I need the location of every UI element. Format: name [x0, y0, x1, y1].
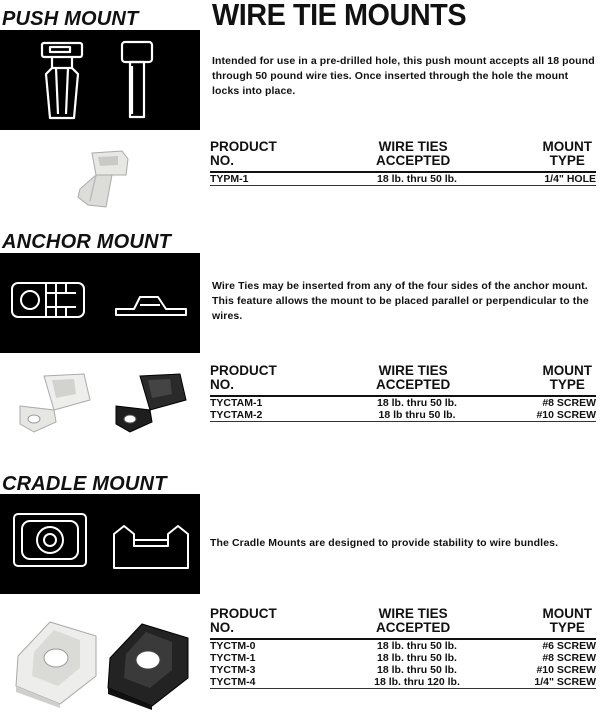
anchor-mount-photo-black — [110, 370, 190, 434]
push-mount-photo — [66, 145, 136, 211]
table-end-rule — [210, 421, 596, 422]
table-rule — [210, 171, 596, 173]
push-mount-diagram — [0, 30, 200, 130]
table-end-rule — [210, 185, 596, 186]
table-end-rule — [210, 688, 596, 689]
table-rule — [210, 638, 596, 640]
table-row: TYCTM-0 18 lb. thru 50 lb. #6 SCREW — [210, 640, 596, 652]
table-row: TYCTAM-1 18 lb. thru 50 lb. #8 SCREW — [210, 397, 596, 409]
cradle-mount-description: The Cradle Mounts are designed to provid… — [210, 537, 559, 549]
page-title: WIRE TIE MOUNTS — [212, 0, 467, 32]
cradle-mount-white-product-icon — [15, 621, 97, 708]
anchor-mount-description: Wire Ties may be inserted from any of th… — [212, 280, 589, 322]
section-title-cradle-mount: CRADLE MOUNT — [2, 473, 167, 495]
cradle-mount-diagram — [0, 494, 200, 594]
table-row: TYCTM-4 18 lb. thru 120 lb. 1/4" SCREW — [210, 676, 596, 688]
anchor-mount-black-product-icon — [115, 373, 187, 433]
table-row: TYCTM-1 18 lb. thru 50 lb. #8 SCREW — [210, 652, 596, 664]
cradle-mount-drawing-icon — [13, 513, 189, 569]
section-title-push-mount: PUSH MOUNT — [2, 8, 139, 30]
table-row: TYCTM-3 18 lb. thru 50 lb. #10 SCREW — [210, 664, 596, 676]
anchor-mount-drawing-icon — [11, 282, 187, 318]
push-mount-drawing-icon — [40, 40, 154, 120]
cradle-mount-black-product-icon — [107, 623, 189, 710]
anchor-mount-diagram — [0, 253, 200, 353]
anchor-mount-photo-white — [14, 370, 94, 434]
table-rule — [210, 395, 596, 397]
push-mount-description: Intended for use in a pre-drilled hole, … — [212, 55, 595, 97]
table-row: TYCTAM-2 18 lb thru 50 lb. #10 SCREW — [210, 409, 596, 421]
cradle-mount-photo-black — [104, 614, 196, 710]
anchor-mount-white-product-icon — [19, 373, 91, 433]
section-title-anchor-mount: ANCHOR MOUNT — [2, 231, 172, 253]
push-mount-product-icon — [77, 150, 129, 208]
cradle-mount-photo-white — [10, 612, 102, 708]
table-row: TYPM-1 18 lb. thru 50 lb. 1/4" HOLE — [210, 173, 596, 185]
